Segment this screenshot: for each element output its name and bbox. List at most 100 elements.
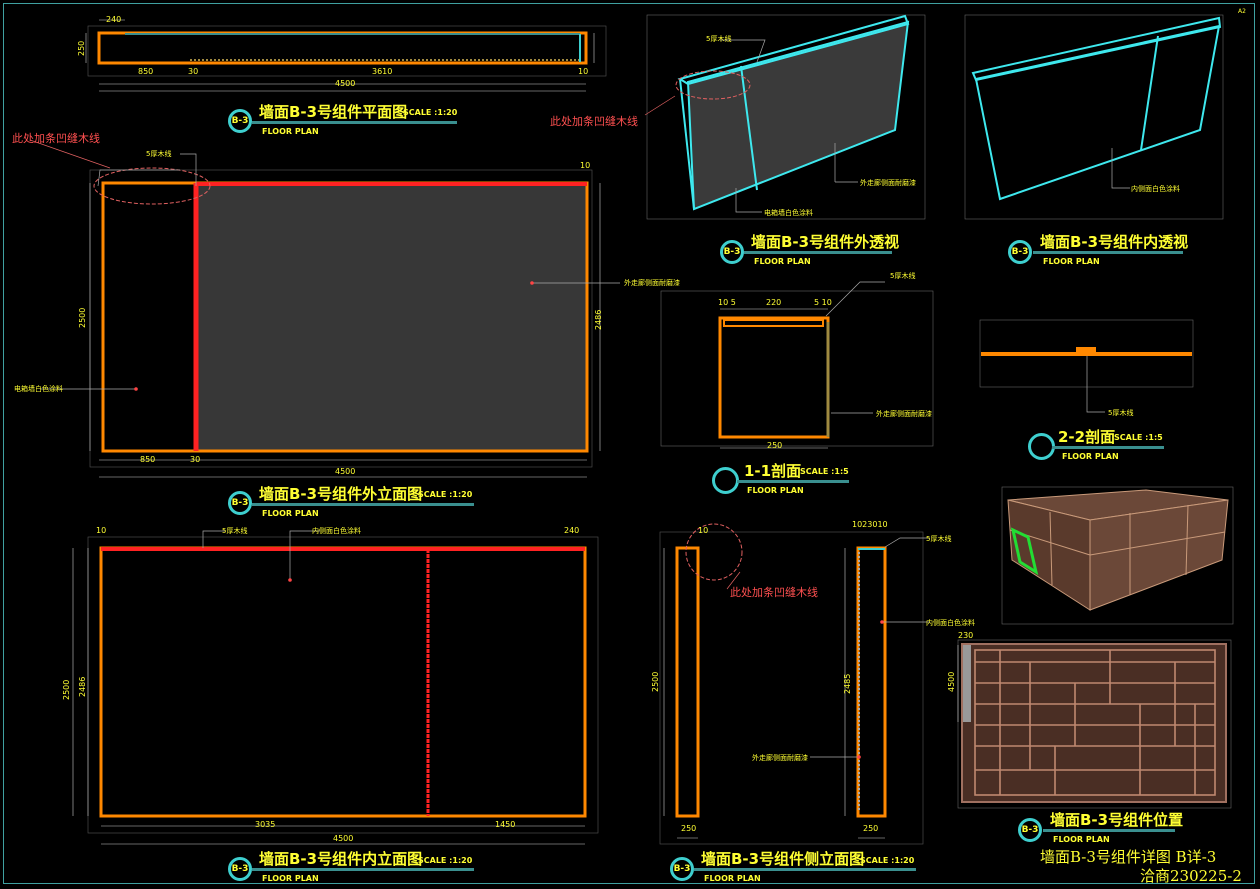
ann-outer-corridor-2: 外走廊侧面耐磨漆	[752, 754, 808, 762]
badge-side-elev: B-3	[670, 857, 694, 881]
title-position: 墙面B-3号组件位置	[1050, 811, 1184, 829]
subtitle-outer-persp: FLOOR PLAN	[754, 257, 811, 266]
section-marker-1	[712, 467, 739, 494]
note-groove-3: 此处加条凹缝木线	[550, 115, 638, 128]
ann-wood-4: 5厚木线	[706, 35, 732, 43]
scale-sec11: SCALE :1:5	[800, 467, 849, 476]
badge-plan: B-3	[228, 109, 252, 133]
dim-10-b: 10	[580, 161, 591, 170]
dim-850: 850	[138, 67, 154, 76]
badge-inner-persp: B-3	[1008, 240, 1032, 264]
dim-3610: 3610	[372, 67, 393, 76]
title-outer-elev: 墙面B-3号组件外立面图	[259, 485, 423, 503]
title-plan: 墙面B-3号组件平面图	[259, 103, 408, 121]
outer-perspective	[644, 14, 926, 220]
badge-outer-persp: B-3	[720, 240, 744, 264]
subtitle-sec11: FLOOR PLAN	[747, 486, 804, 495]
dim-4500: 4500	[335, 79, 356, 88]
title-sec22: 2-2剖面	[1058, 428, 1116, 446]
dim-850-b: 850	[140, 455, 156, 464]
titleblock-sub: 洽商230225-2	[1140, 867, 1242, 885]
outer-elevation	[29, 139, 620, 478]
section-2-2	[979, 319, 1194, 413]
title-underline	[1052, 446, 1164, 449]
dim-5-10: 5 10	[814, 298, 832, 307]
ann-elec-white-2: 电箱墙白色涂料	[764, 209, 813, 217]
scale-side-elev: SCALE :1:20	[860, 856, 915, 865]
subtitle-position: FLOOR PLAN	[1053, 835, 1110, 844]
plan-view	[85, 19, 607, 92]
dim-3035: 3035	[255, 820, 276, 829]
ann-outer-corridor-4: 外走廊侧面耐磨漆	[876, 410, 932, 418]
badge-position: B-3	[1018, 818, 1042, 842]
title-underline	[1033, 251, 1183, 254]
title-underline	[252, 503, 474, 506]
title-underline	[252, 121, 457, 124]
title-underline	[744, 251, 892, 254]
dim-30: 30	[188, 67, 199, 76]
inner-perspective	[964, 14, 1224, 220]
ann-inner-white-3: 内侧面白色涂料	[1131, 185, 1180, 193]
title-underline	[694, 868, 916, 871]
drawing-frame	[3, 3, 1255, 884]
title-side-elev: 墙面B-3号组件侧立面图	[701, 850, 865, 868]
title-underline	[737, 480, 849, 483]
badge-outer-elev: B-3	[228, 491, 252, 515]
dim-4500-pos: 4500	[947, 671, 956, 692]
title-underline	[1043, 829, 1175, 832]
scale-outer-elev: SCALE :1:20	[418, 490, 473, 499]
inner-elevation	[72, 530, 599, 845]
side-elevation	[659, 523, 930, 845]
title-underline	[252, 868, 474, 871]
dim-2500-d: 2500	[651, 671, 660, 692]
dim-220: 220	[766, 298, 782, 307]
subtitle-sec22: FLOOR PLAN	[1062, 452, 1119, 461]
subtitle-outer-elev: FLOOR PLAN	[262, 509, 319, 518]
ann-wood-1: 5厚木线	[146, 150, 172, 158]
dim-240: 240	[106, 15, 122, 24]
dim-10-c: 10	[96, 526, 107, 535]
model-3d	[1001, 486, 1234, 625]
subtitle-side-elev: FLOOR PLAN	[704, 874, 761, 883]
title-inner-elev: 墙面B-3号组件内立面图	[259, 850, 423, 868]
dim-4500-b: 4500	[335, 467, 356, 476]
badge-inner-elev: B-3	[228, 857, 252, 881]
subtitle-plan: FLOOR PLAN	[262, 127, 319, 136]
dim-2500-c: 2500	[62, 679, 71, 700]
title-outer-persp: 墙面B-3号组件外透视	[751, 233, 900, 251]
dim-1450: 1450	[495, 820, 516, 829]
position-plan	[957, 639, 1232, 809]
dim-250-b: 250	[681, 824, 697, 833]
scale-inner-elev: SCALE :1:20	[418, 856, 473, 865]
dim-4500-c: 4500	[333, 834, 354, 843]
section-1-1	[660, 281, 934, 449]
dim-10: 10	[578, 67, 589, 76]
ann-outer-corridor-1: 外走廊侧面耐磨漆	[624, 279, 680, 287]
dim-250-d: 250	[767, 441, 783, 450]
dim-30-b: 30	[190, 455, 201, 464]
title-inner-persp: 墙面B-3号组件内透视	[1040, 233, 1189, 251]
section-marker-2	[1028, 433, 1055, 460]
note-groove-2: 此处加条凹缝木线	[730, 586, 818, 599]
dim-2485: 2485	[843, 673, 852, 694]
ann-wood-5: 5厚木线	[890, 272, 916, 280]
dim-10-d: 10	[698, 526, 709, 535]
ann-elec-white: 电箱墙白色涂料	[14, 385, 63, 393]
scale-sec22: SCALE :1:5	[1114, 433, 1163, 442]
dim-240-b: 240	[564, 526, 580, 535]
ann-wood-2: 5厚木线	[222, 527, 248, 535]
dim-1023010: 1023010	[852, 520, 888, 529]
subtitle-inner-persp: FLOOR PLAN	[1043, 257, 1100, 266]
dim-2500: 2500	[78, 307, 87, 328]
subtitle-inner-elev: FLOOR PLAN	[262, 874, 319, 883]
title-sec11: 1-1剖面	[744, 462, 802, 480]
ann-wood-3: 5厚木线	[926, 535, 952, 543]
ann-inner-white-1: 内侧面白色涂料	[312, 527, 361, 535]
dim-2486-c: 2486	[78, 676, 87, 697]
ann-outer-corridor-3: 外走廊侧面耐磨漆	[860, 179, 916, 187]
note-groove-1: 此处加条凹缝木线	[12, 132, 100, 145]
dim-10-5: 10 5	[718, 298, 736, 307]
ann-wood-6: 5厚木线	[1108, 409, 1134, 417]
dim-2486: 2486	[594, 309, 603, 330]
